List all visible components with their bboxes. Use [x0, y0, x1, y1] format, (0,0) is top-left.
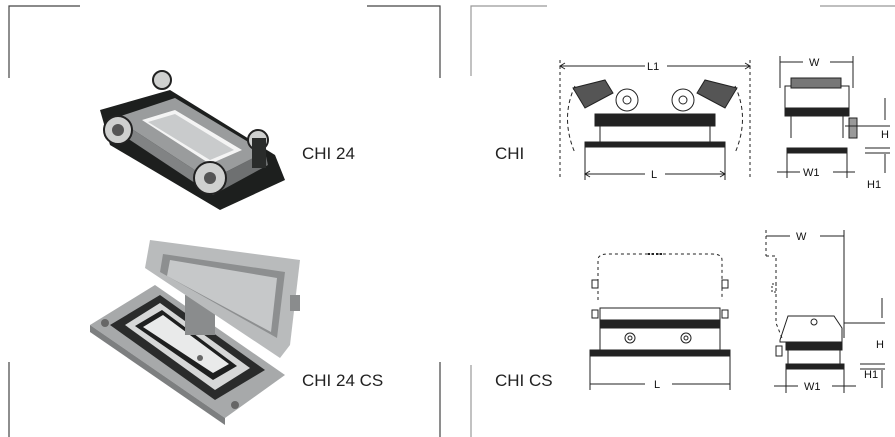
- product-label-chi24: CHI 24: [302, 144, 355, 163]
- chics-front-drawing: L: [589, 253, 731, 391]
- chi-side-drawing: W H W1 H1: [777, 56, 890, 191]
- product-label-chi24cs: CHI 24 CS: [302, 371, 384, 390]
- drawing-label-chi: CHI: [495, 144, 525, 163]
- dim-label-cs-w1: W1: [804, 381, 821, 393]
- dim-label-cs-l: L: [654, 379, 660, 391]
- chi24-product-image: [100, 70, 285, 210]
- dim-label-w1: W1: [803, 167, 820, 179]
- chi24cs-product-image: [90, 240, 300, 425]
- dim-label-w: W: [809, 57, 820, 69]
- dim-label-cs-h1: H1: [864, 369, 878, 381]
- dim-label-h1: H1: [867, 179, 881, 191]
- dim-label-cs-h: H: [876, 339, 884, 351]
- chi-front-drawing: L1 L: [559, 60, 751, 181]
- chics-side-drawing: W H W1 H1: [765, 230, 885, 393]
- dim-label-l: L: [651, 169, 657, 181]
- dim-label-h: H: [881, 129, 889, 141]
- dim-label-l1: L1: [647, 61, 659, 73]
- dim-label-cs-w: W: [796, 231, 807, 243]
- drawing-label-chics: CHI CS: [495, 371, 553, 390]
